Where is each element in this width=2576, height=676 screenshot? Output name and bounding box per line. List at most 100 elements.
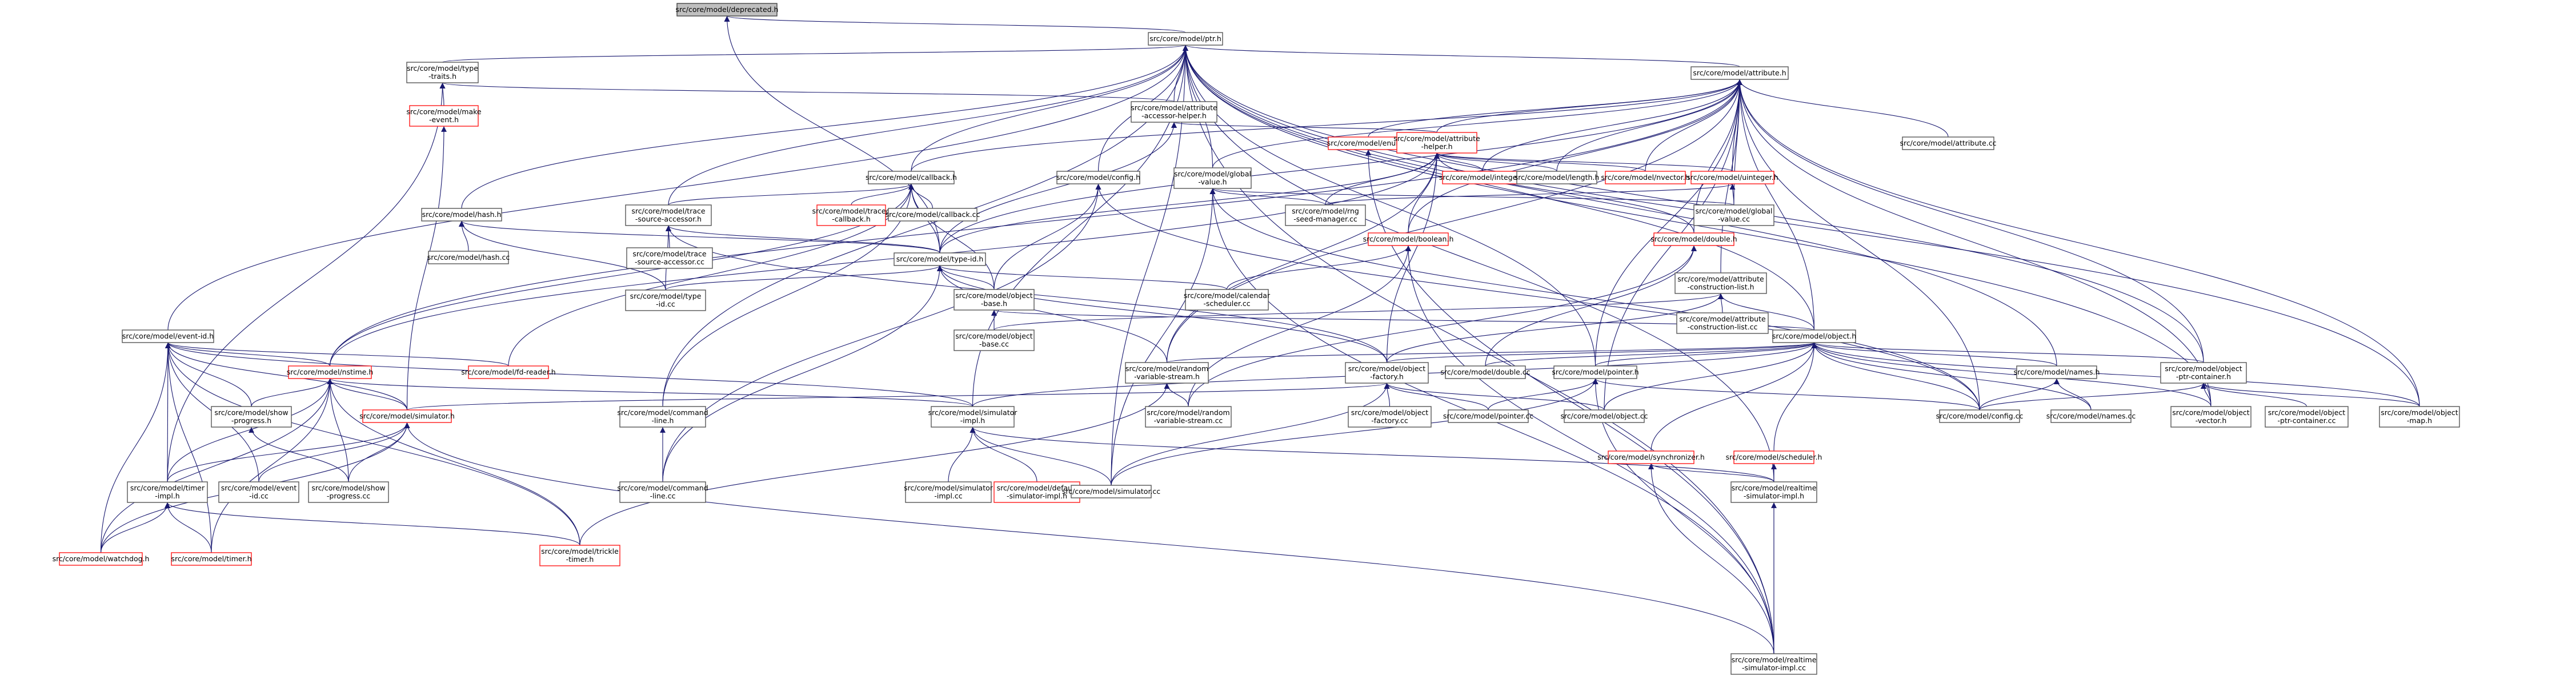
file-node-label: -variable-stream.cc [1154,416,1223,425]
file-node-synchronizer[interactable]: src/core/model/synchronizer.h [1597,450,1705,464]
file-node-box [1516,171,1597,184]
include-edge-attr_helper-to-attr_acc_helper [1171,122,1437,133]
file-node-object-factory-cc[interactable]: src/core/model/object-factory.cc [1348,406,1432,428]
include-edge-hash-to-ptr [461,45,1188,209]
file-node-ptr[interactable]: src/core/model/ptr.h [1148,32,1223,46]
file-node-simulator-h[interactable]: src/core/model/simulator.h [359,409,455,423]
file-node-global-value-h[interactable]: src/core/model/global-value.h [1173,167,1252,189]
file-node-enum[interactable]: src/core/model/enum.h [1327,136,1410,150]
file-node-realtime-sim-impl-cc[interactable]: src/core/model/realtime-simulator-impl.c… [1730,653,1817,675]
file-node-pointer-h[interactable]: src/core/model/pointer.h [1552,365,1639,379]
file-node-config-h[interactable]: src/core/model/config.h [1056,171,1140,184]
file-node-realtime-sim-impl-h[interactable]: src/core/model/realtime-simulator-impl.h [1730,481,1817,503]
file-node-traced-callback[interactable]: src/core/model/traced-callback.h [812,204,891,226]
file-node-box [1285,204,1366,226]
file-node-show-progress-cc[interactable]: src/core/model/show-progress.cc [308,481,389,503]
file-node-label: src/core/model/config.cc [1936,412,2024,420]
file-node-object-h[interactable]: src/core/model/object.h [1772,329,1856,343]
file-node-uinteger[interactable]: src/core/model/uinteger.h [1686,171,1778,184]
include-edge-show_progress_h-to-nstime [251,378,333,407]
file-node-label: src/core/model/simulator [904,484,993,492]
file-node-simulator-cc[interactable]: src/core/model/simulator.cc [1062,485,1160,498]
file-node-object-factory-h[interactable]: src/core/model/object-factory.h [1345,362,1429,384]
file-node-simulator-impl-h[interactable]: src/core/model/simulator-impl.h [928,406,1018,428]
file-node-event-id-cc[interactable]: src/core/model/event-id.cc [218,481,299,503]
include-edge-timer-to-timer_impl [165,502,212,553]
file-node-double-h[interactable]: src/core/model/double.h [1650,232,1737,246]
file-node-attr-helper[interactable]: src/core/model/attribute-helper.h [1393,132,1480,154]
file-node-label: src/core/model/object.cc [1560,412,1648,420]
file-node-label: -ptr-container.h [2176,372,2231,381]
file-node-nstime[interactable]: src/core/model/nstime.h [287,365,373,379]
file-node-object-vector[interactable]: src/core/model/object-vector.h [2170,406,2252,428]
file-node-hash-cc[interactable]: src/core/model/hash.cc [427,251,510,264]
file-node-attr-acc-helper[interactable]: src/core/model/attribute-accessor-helper… [1131,101,1217,123]
include-edge-type_id_h-to-attribute [939,79,1742,254]
file-node-object-map[interactable]: src/core/model/object-map.h [2379,406,2460,428]
file-node-object-base-cc[interactable]: src/core/model/object-base.cc [954,329,1035,351]
file-node-obj-ptr-container-h[interactable]: src/core/model/object-ptr-container.h [2160,362,2247,384]
file-node-trace-acc-cc[interactable]: src/core/model/trace-source-accessor.cc [626,247,713,269]
file-node-label: src/core/model/default [997,484,1077,492]
file-node-length[interactable]: src/core/model/length.h [1515,171,1600,184]
file-node-box [954,289,1035,311]
file-node-show-progress-h[interactable]: src/core/model/show-progress.h [211,406,292,428]
file-node-simulator-impl-cc[interactable]: src/core/model/simulator-impl.cc [904,481,993,503]
file-node-global-value-cc[interactable]: src/core/model/global-value.cc [1693,204,1774,226]
file-node-type-id-h[interactable]: src/core/model/type-id.h [894,252,986,266]
file-node-box [288,365,372,379]
file-node-pointer-cc[interactable]: src/core/model/pointer.cc [1443,409,1533,423]
include-edge-show_progress_h-to-event_id [165,342,252,407]
file-node-attr-constr-cc[interactable]: src/core/model/attribute-construction-li… [1676,312,1769,334]
file-node-trickle-timer[interactable]: src/core/model/trickle-timer.h [539,545,620,566]
file-node-names-cc[interactable]: src/core/model/names.cc [2046,409,2136,423]
file-node-box [626,247,713,269]
include-edge-object_factory_h-to-attr_constr_list [1386,293,1724,363]
file-node-random-var-stream-cc[interactable]: src/core/model/random-variable-stream.cc [1145,406,1232,428]
file-node-command-line-cc[interactable]: src/core/model/command-line.cc [617,481,708,503]
file-node-integer[interactable]: src/core/model/integer.h [1439,171,1526,184]
include-edge-simulator_cc-to-global_value_h [1111,188,1216,486]
file-node-boolean[interactable]: src/core/model/boolean.h [1363,232,1454,246]
file-node-watchdog[interactable]: src/core/model/watchdog.h [53,552,150,566]
file-node-names-h[interactable]: src/core/model/names.h [2014,365,2100,379]
file-node-box [171,552,252,566]
file-node-make-event[interactable]: src/core/model/make-event.h [406,105,482,127]
file-node-calendar-sched[interactable]: src/core/model/calendar-scheduler.cc [1184,289,1271,311]
file-node-trace-accessor[interactable]: src/core/model/trace-source-accessor.h [625,204,712,226]
file-node-object-cc[interactable]: src/core/model/object.cc [1560,409,1648,423]
file-node-type-id-cc[interactable]: src/core/model/type-id.cc [625,289,706,311]
file-node-label: -variable-stream.h [1134,372,1200,381]
file-node-random-var-stream[interactable]: src/core/model/random-variable-stream.h [1125,362,1209,384]
file-node-deprecated[interactable]: src/core/model/deprecated.h [676,3,779,17]
file-node-label: src/core/model/global [1174,170,1251,178]
file-node-label: -callback.h [832,215,871,223]
file-node-box [1131,101,1217,123]
file-node-command-line-h[interactable]: src/core/model/command-line.h [617,406,708,428]
file-node-timer-impl[interactable]: src/core/model/timer-impl.h [127,481,208,503]
file-node-timer[interactable]: src/core/model/timer.h [171,552,252,566]
file-node-callback-cc[interactable]: src/core/model/callback.cc [886,208,980,222]
file-node-fd-reader[interactable]: src/core/model/fd-reader.h [461,365,556,379]
file-node-label: -timer.h [566,555,594,564]
file-node-nvector[interactable]: src/core/model/nvector.h [1601,171,1690,184]
file-node-rng-seed[interactable]: src/core/model/rng-seed-manager.cc [1285,204,1366,226]
file-node-obj-ptr-container-cc[interactable]: src/core/model/object-ptr-container.cc [2265,406,2349,428]
file-node-scheduler[interactable]: src/core/model/scheduler.h [1726,450,1822,464]
file-node-box [428,251,509,264]
file-node-attribute[interactable]: src/core/model/attribute.h [1690,66,1789,80]
file-node-attr-constr-list[interactable]: src/core/model/attribute-construction-li… [1674,272,1767,294]
include-edge-names_h-to-ptr [1183,45,2057,367]
file-node-default-sim-impl[interactable]: src/core/model/default-simulator-impl.h [993,481,1080,503]
file-node-object-base-h[interactable]: src/core/model/object-base.h [954,289,1035,311]
file-node-label: src/core/model/object [955,291,1032,300]
file-node-event-id[interactable]: src/core/model/event-id.h [122,329,214,343]
file-node-label: src/core/model/object [2381,408,2458,417]
file-node-type-traits[interactable]: src/core/model/type-traits.h [406,62,479,83]
file-node-config-cc[interactable]: src/core/model/config.cc [1936,409,2024,423]
file-node-attribute-cc[interactable]: src/core/model/attribute.cc [1900,136,1997,150]
include-edge-integer-to-attribute [1482,79,1742,172]
file-node-hash[interactable]: src/core/model/hash.h [421,208,502,222]
file-node-callback[interactable]: src/core/model/callback.h [866,171,957,184]
file-node-double-cc[interactable]: src/core/model/double.cc [1440,365,1531,379]
